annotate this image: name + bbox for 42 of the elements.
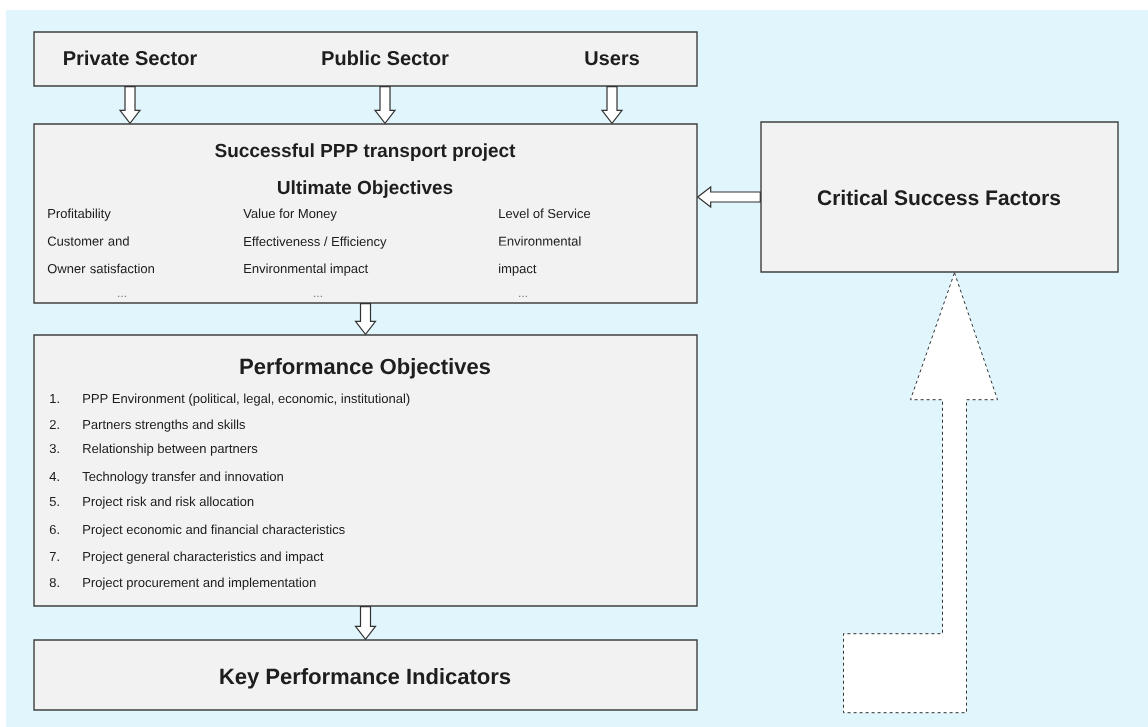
block-arrow bbox=[118, 86, 142, 125]
ellipsis-text: ... bbox=[118, 295, 126, 297]
list-item: Project economic and financial characteristics bbox=[83, 524, 345, 537]
block-arrow bbox=[696, 185, 761, 209]
block-arrow bbox=[354, 606, 377, 641]
stakeholder-band bbox=[33, 31, 698, 87]
list-number: 8. bbox=[49, 577, 59, 588]
box-title: Key Performance Indicators bbox=[220, 668, 511, 689]
objective-text: Customer and Owner satisfaction bbox=[47, 236, 154, 274]
sector-label: Public Sector bbox=[322, 50, 449, 66]
objective-text: Level of Service bbox=[499, 208, 591, 219]
list-number: 3. bbox=[49, 443, 59, 454]
list-item: PPP Environment (political, legal, economic, institutional) bbox=[83, 393, 410, 406]
box-title: Successful PPP transport project bbox=[215, 143, 516, 161]
box-title: Performance Objectives bbox=[240, 358, 490, 379]
list-item: Project risk and risk allocation bbox=[83, 496, 254, 509]
objective-text: Value for Money bbox=[243, 208, 337, 221]
objective-text: Profitability bbox=[48, 208, 111, 221]
list-item: Technology transfer and innovation bbox=[82, 471, 283, 484]
dashed-arrow bbox=[843, 272, 998, 714]
block-arrow bbox=[600, 86, 624, 125]
box-title: Critical Success Factors bbox=[817, 189, 1061, 206]
sector-label: Users bbox=[585, 51, 639, 66]
list-item: Relationship between partners bbox=[83, 443, 258, 456]
list-number: 6. bbox=[49, 524, 59, 535]
list-number: 4. bbox=[49, 472, 59, 481]
ellipsis-text: ... bbox=[519, 295, 527, 297]
ellipsis-text: ... bbox=[314, 295, 322, 297]
list-number: 7. bbox=[49, 552, 59, 561]
list-number: 5. bbox=[49, 497, 59, 507]
list-item: Partners strengths and skills bbox=[83, 419, 245, 432]
list-number: 2. bbox=[49, 419, 59, 429]
objective-text: Environmental impact bbox=[244, 263, 369, 276]
list-item: Project procurement and implementation bbox=[83, 577, 316, 590]
objective-text: Environmental impact bbox=[499, 236, 581, 276]
block-arrow bbox=[354, 303, 377, 336]
block-arrow bbox=[373, 86, 397, 125]
objective-text: Effectiveness / Efficiency bbox=[244, 236, 387, 249]
sector-label: Private Sector bbox=[64, 50, 197, 66]
list-item: Project general characteristics and impact bbox=[83, 551, 324, 564]
list-number: 1. bbox=[50, 394, 59, 403]
box-subtitle: Ultimate Objectives bbox=[278, 180, 453, 198]
